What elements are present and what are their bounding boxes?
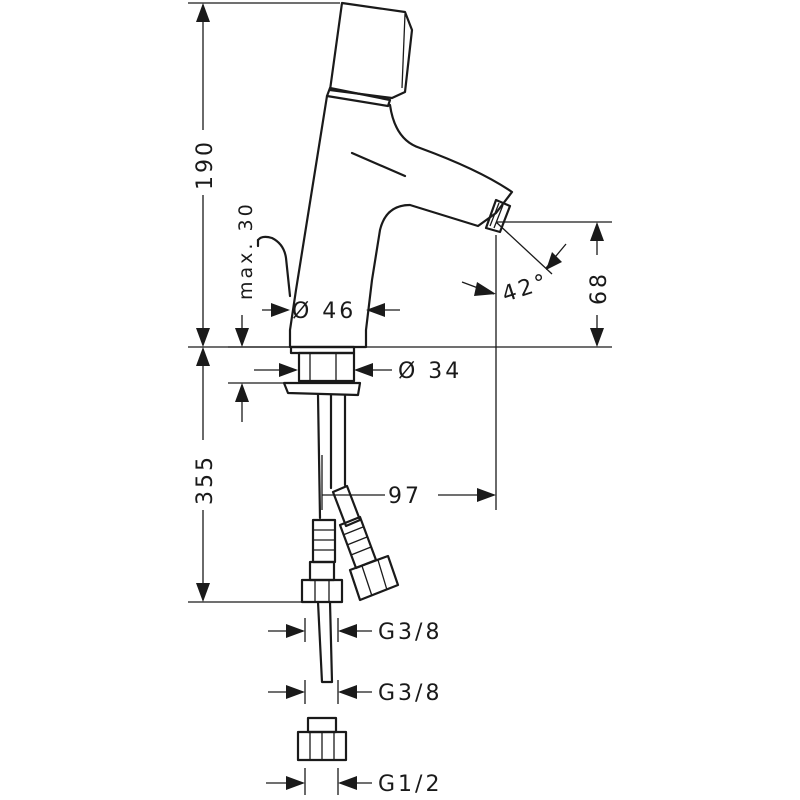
dimension-190 <box>196 3 210 347</box>
dim-190-label: 190 <box>193 139 218 190</box>
supply-connector <box>296 716 348 762</box>
dim-angle-label: 42° <box>499 269 552 308</box>
dimension-g38-lower <box>268 680 372 704</box>
dim-dia34-label: Ø 34 <box>398 359 462 384</box>
dim-g38-upper-label: G3/8 <box>378 620 442 645</box>
dimension-angle42 <box>461 243 567 296</box>
dim-68-label: 68 <box>587 271 612 305</box>
dim-dia46-label: Ø 46 <box>292 299 356 324</box>
dimension-dia46 <box>262 303 400 317</box>
dim-g38-lower-label: G3/8 <box>378 681 442 706</box>
dim-g12-label: G1/2 <box>378 772 442 797</box>
dimension-g38-upper <box>268 618 372 642</box>
dim-355-label: 355 <box>193 454 218 505</box>
faucet-body <box>256 1 514 349</box>
extension-lines <box>188 2 612 603</box>
dimension-g12 <box>266 768 372 795</box>
dimension-max30 <box>235 315 249 422</box>
dim-max30-label: max. 30 <box>235 201 257 300</box>
dimension-dia34 <box>254 363 392 377</box>
dim-97-label: 97 <box>388 484 422 509</box>
dimension-68 <box>590 222 604 347</box>
mounting-assembly <box>282 345 362 520</box>
supply-hoses <box>300 484 400 684</box>
dimension-97 <box>322 488 496 502</box>
dimension-355 <box>196 347 210 602</box>
